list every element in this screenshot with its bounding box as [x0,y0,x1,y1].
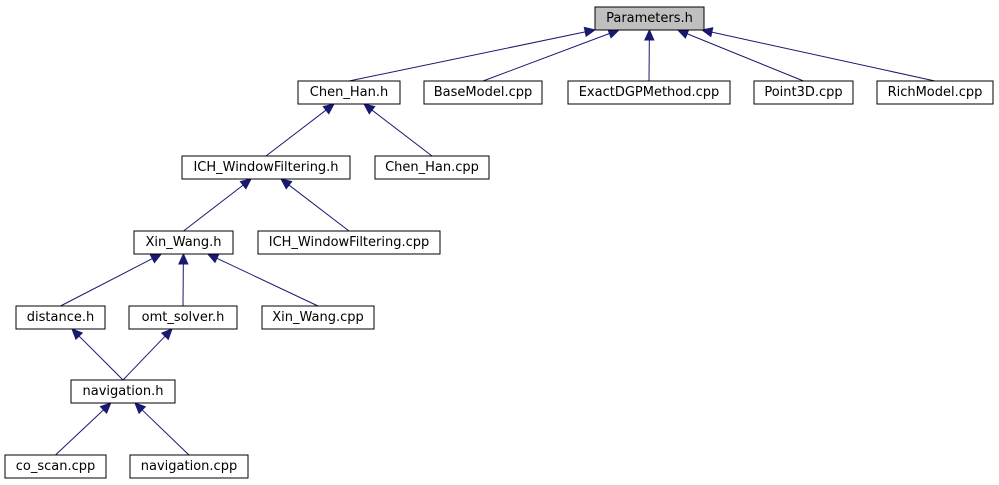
node-label: BaseModel.cpp [434,85,532,100]
edge-chen_han_cpp-to-chen_han_h [363,103,433,157]
edge-navigation_h-to-distance_h [71,328,124,381]
edge-line [482,33,610,82]
arrowhead-icon [149,253,163,264]
edge-point3d_cpp-to-parameters_h [676,29,804,82]
arrowhead-icon [583,26,597,38]
arrowhead-icon [134,402,147,415]
edge-chen_han_h-to-parameters_h [348,26,597,82]
node-navigation-h[interactable]: navigation.h [70,379,176,404]
edge-xin_wang_h-to-ich_windowfiltering_h [183,178,253,232]
edge-line [122,335,166,381]
arrowhead-icon [178,252,189,265]
arrowhead-icon [99,402,112,415]
edge-line [60,258,153,307]
node-ich-windowfiltering-h[interactable]: ICH_WindowFiltering.h [181,155,351,180]
edge-line [183,184,244,232]
edge-xin_wang_cpp-to-xin_wang_h [206,253,319,307]
edge-line [55,409,104,456]
edge-navigation_h-to-omt_solver_h [122,328,173,381]
node-point3d-cpp[interactable]: Point3D.cpp [753,80,854,105]
arrowhead-icon [700,27,714,38]
arrowhead-icon [607,28,621,39]
node-parameters-h[interactable]: Parameters.h [594,6,705,31]
arrowhead-icon [239,178,253,190]
edge-line [78,335,124,381]
node-label: navigation.h [82,384,163,399]
edge-line [216,257,319,307]
node-exactdgpmethod-cpp[interactable]: ExactDGPMethod.cpp [567,80,731,105]
node-label: omt_solver.h [142,310,225,325]
node-basemodel-cpp[interactable]: BaseModel.cpp [423,80,543,105]
node-label: ICH_WindowFiltering.h [193,160,338,175]
edge-line [686,33,804,82]
node-label: Xin_Wang.cpp [272,310,364,325]
node-chen-han-h[interactable]: Chen_Han.h [297,80,401,105]
arrowhead-icon [644,28,655,41]
edge-exactdgpmethod_cpp-to-parameters_h [644,28,655,82]
edge-omt_solver_h-to-xin_wang_h [178,252,189,307]
arrowhead-icon [206,253,220,264]
node-label: Parameters.h [606,11,693,26]
arrowhead-icon [71,328,84,341]
node-navigation-cpp[interactable]: navigation.cpp [129,454,249,479]
node-xin-wang-cpp[interactable]: Xin_Wang.cpp [261,305,375,330]
node-distance-h[interactable]: distance.h [15,305,106,330]
edge-line [141,409,190,456]
node-label: Point3D.cpp [764,85,842,100]
node-label: co_scan.cpp [16,459,96,474]
node-label: ICH_WindowFiltering.cpp [269,235,430,250]
node-xin-wang-h[interactable]: Xin_Wang.h [133,230,234,255]
edge-line [711,31,936,82]
node-label: RichModel.cpp [888,85,983,100]
edge-richmodel_cpp-to-parameters_h [700,27,936,82]
node-label: Chen_Han.cpp [385,160,479,175]
edge-navigation_cpp-to-navigation_h [134,402,190,456]
node-co-scan-cpp[interactable]: co_scan.cpp [4,454,107,479]
graph-nodes: Parameters.h Chen_Han.h BaseModel.cpp Ex… [4,6,994,479]
arrowhead-icon [676,29,690,39]
edge-ich_windowfiltering_cpp-to-ich_windowfiltering_h [280,178,350,232]
node-label: ExactDGPMethod.cpp [579,85,720,100]
arrowhead-icon [363,103,376,115]
graph-edges [55,26,936,456]
node-richmodel-cpp[interactable]: RichModel.cpp [876,80,994,105]
edge-co_scan_cpp-to-navigation_h [55,402,112,456]
arrowhead-icon [160,328,173,341]
node-label: Chen_Han.h [310,85,388,100]
edge-ich_windowfiltering_h-to-chen_han_h [265,103,335,157]
edge-line [265,109,327,157]
edge-line [288,184,350,232]
edge-distance_h-to-xin_wang_h [60,253,163,307]
edge-line [371,109,433,157]
arrowhead-icon [322,103,335,115]
node-label: distance.h [27,310,94,325]
node-omt-solver-h[interactable]: omt_solver.h [128,305,238,330]
node-chen-han-cpp[interactable]: Chen_Han.cpp [374,155,490,180]
edge-basemodel_cpp-to-parameters_h [482,28,621,82]
node-label: Xin_Wang.h [145,235,221,250]
edge-line [348,31,586,82]
arrowhead-icon [280,178,293,190]
node-ich-windowfiltering-cpp[interactable]: ICH_WindowFiltering.cpp [257,230,441,255]
node-label: navigation.cpp [141,459,237,474]
